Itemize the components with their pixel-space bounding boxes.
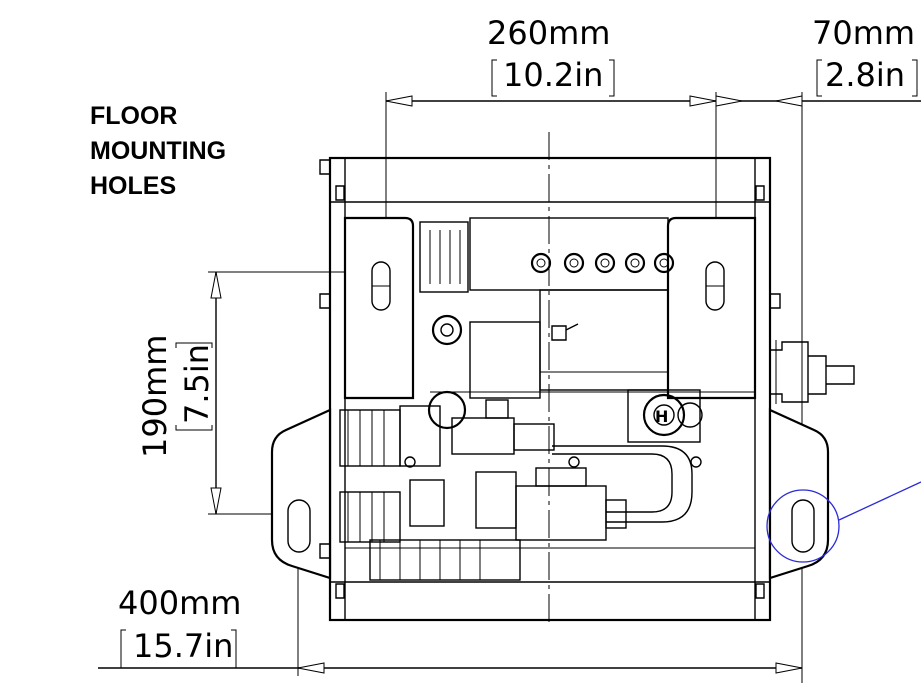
fitting-lower-left — [339, 491, 401, 543]
gland-2 — [563, 252, 585, 274]
dim-offset-mm: 70mm — [812, 14, 915, 52]
sensor-inner — [653, 404, 675, 426]
dimension-depth-holes: 190mm 7.5in — [136, 271, 372, 515]
fastener-1 — [690, 456, 702, 468]
terminal-block — [419, 221, 469, 293]
manifold-top — [535, 467, 587, 487]
dim-overall-arrows — [297, 662, 803, 674]
dim-offset-in: 2.8in — [825, 56, 905, 94]
manifold-block — [515, 485, 607, 541]
dim-width-holes-in: 10.2in — [503, 56, 603, 94]
gland-4 — [624, 252, 646, 274]
hydraulic-hose-outer — [552, 445, 693, 523]
lower-assembly — [369, 539, 521, 581]
hydraulic-hose — [552, 453, 673, 513]
gland-3 — [594, 252, 616, 274]
solenoid-valve — [451, 417, 515, 455]
dim-depth-arrows — [210, 271, 222, 515]
cable-glands — [530, 252, 675, 274]
dim-depth-brackets — [175, 342, 213, 431]
machine-frame: H — [270, 132, 921, 622]
sensor-h-mark: H — [655, 407, 668, 426]
manifold-fitting — [605, 499, 627, 529]
valve-block — [339, 391, 755, 581]
valve-cap — [485, 399, 509, 419]
callout-circle — [766, 489, 840, 563]
dim-width-holes-mm: 260mm — [487, 14, 610, 52]
pump-head — [427, 390, 467, 430]
floor-mounting-holes-label: FLOOR MOUNTING HOLES — [90, 102, 226, 200]
gauge-left — [431, 314, 463, 346]
label-line-3: HOLES — [90, 172, 176, 200]
dim-overall-mm: 400mm — [118, 584, 241, 622]
side-connector-plug — [808, 355, 855, 395]
sensor-housing — [627, 389, 701, 443]
valve-3 — [475, 471, 517, 529]
side-connector — [770, 341, 809, 403]
left-foot-hole — [287, 499, 311, 553]
right-clip — [769, 293, 781, 309]
dim-offset-brackets — [816, 59, 918, 97]
left-clips — [319, 159, 331, 559]
dimension-offset: 70mm 2.8in — [715, 14, 921, 683]
control-switch — [551, 323, 579, 341]
fastener-2 — [404, 456, 416, 468]
label-line-2: MOUNTING — [90, 137, 226, 165]
dimension-width-holes: 260mm 10.2in — [385, 14, 717, 262]
dim-width-holes-brackets — [491, 59, 615, 97]
dimension-overall-width: 400mm 15.7in — [98, 520, 803, 676]
dim-depth-in: 7.5in — [178, 344, 216, 424]
valve-1 — [399, 405, 441, 467]
fitting-upper-left — [339, 409, 401, 467]
right-foot-hole — [791, 499, 815, 553]
pressure-port — [677, 402, 703, 428]
frame-corner-tabs — [335, 185, 765, 599]
gland-1 — [530, 252, 552, 274]
dim-depth-mm: 190mm — [136, 335, 174, 458]
terminal-lines — [429, 230, 461, 284]
left-foot — [270, 408, 332, 580]
fastener-3 — [568, 456, 580, 468]
gauge-left-inner — [440, 323, 454, 337]
valve-port — [513, 423, 555, 451]
dim-overall-in: 15.7in — [133, 627, 233, 665]
callout-leader — [838, 481, 921, 521]
dim-width-holes-arrows — [385, 95, 717, 107]
frame-outline — [328, 156, 772, 622]
label-line-1: FLOOR — [90, 102, 178, 130]
gland-5 — [653, 252, 675, 274]
sensor — [642, 393, 686, 437]
valve-2 — [409, 479, 445, 527]
control-box-left — [469, 321, 541, 399]
